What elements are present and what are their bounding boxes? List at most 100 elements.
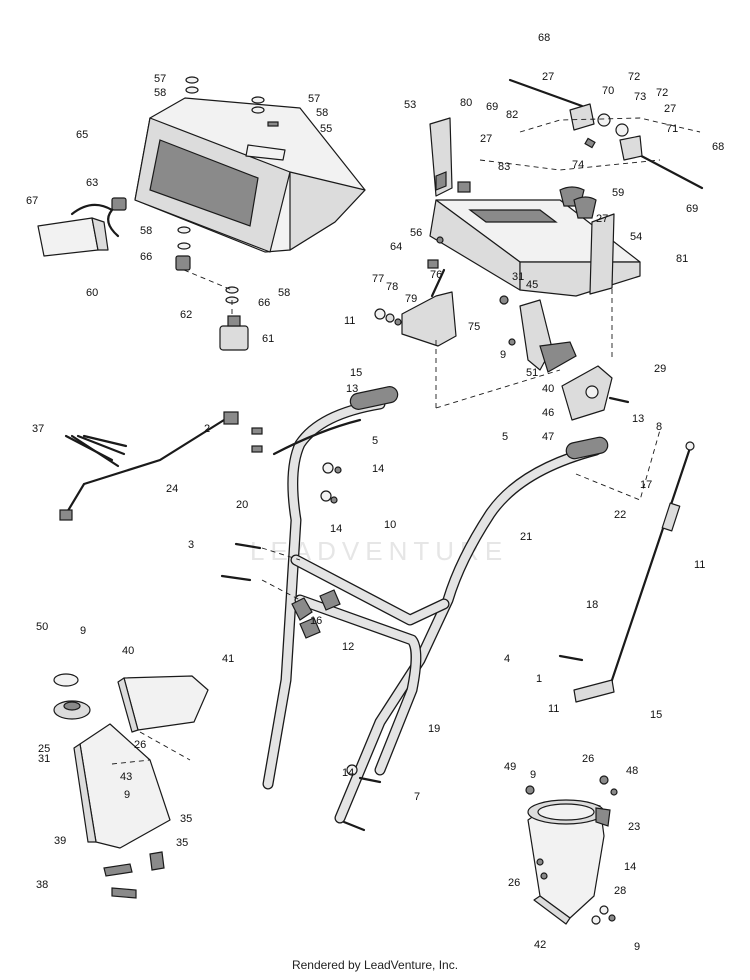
callout-74: 74 [572, 159, 584, 171]
nut-9a [508, 338, 516, 346]
chute-clips-38 [103, 851, 165, 899]
callout-54: 54 [630, 231, 642, 243]
callout-46: 46 [542, 407, 554, 419]
callout-51: 51 [526, 367, 538, 379]
callout-47: 47 [542, 431, 554, 443]
callout-70: 70 [602, 85, 614, 97]
callout-68: 68 [712, 141, 724, 153]
callout-5: 5 [502, 431, 508, 443]
callout-82: 82 [506, 109, 518, 121]
callout-60: 60 [86, 287, 98, 299]
callout-16: 16 [310, 615, 322, 627]
callout-18: 18 [586, 599, 598, 611]
chute-deflector-41 [117, 675, 209, 733]
callout-76: 76 [430, 269, 442, 281]
callout-5: 5 [372, 435, 378, 447]
callout-15: 15 [350, 367, 362, 379]
callout-3: 3 [188, 539, 194, 551]
callout-77: 77 [372, 273, 384, 285]
headlight [37, 217, 109, 257]
right-chute-bracket [589, 213, 615, 295]
callout-23: 23 [628, 821, 640, 833]
callout-26: 26 [508, 877, 520, 889]
callout-50: 50 [36, 621, 48, 633]
chute-bolts [525, 775, 618, 925]
chute-control-head [53, 673, 91, 720]
callout-72: 72 [656, 87, 668, 99]
callout-58: 58 [154, 87, 166, 99]
left-chute-bracket [429, 117, 453, 197]
shift-rod-coupler [661, 502, 681, 532]
chute-guide [111, 731, 191, 765]
callout-35: 35 [180, 813, 192, 825]
callout-71: 71 [666, 123, 678, 135]
callout-29: 29 [654, 363, 666, 375]
callout-57: 57 [154, 73, 166, 85]
callout-62: 62 [180, 309, 192, 321]
shift-rod [608, 446, 692, 688]
callout-13: 13 [632, 413, 644, 425]
linkage-guide [479, 117, 701, 171]
handle-washers [320, 462, 382, 832]
shift-linkage [569, 103, 643, 161]
callout-11: 11 [548, 703, 559, 715]
callout-11: 11 [344, 315, 355, 327]
callout-79: 79 [405, 293, 417, 305]
right-handle [334, 436, 609, 824]
light-bulb-socket [111, 197, 127, 211]
bolt-29 [608, 396, 630, 404]
callout-24: 24 [166, 483, 178, 495]
callout-20: 20 [236, 499, 248, 511]
switch-guide [183, 269, 233, 316]
callout-31: 31 [512, 271, 524, 283]
callout-42: 42 [534, 939, 546, 951]
callout-49: 49 [504, 761, 516, 773]
cable-ties [64, 434, 128, 468]
callout-27: 27 [664, 103, 676, 115]
spring-assembly [374, 308, 402, 326]
callout-9: 9 [634, 941, 640, 953]
callout-58: 58 [140, 225, 152, 237]
callout-11: 11 [694, 559, 705, 571]
callout-83: 83 [498, 161, 510, 173]
lever-plate-40 [561, 365, 613, 421]
shift-bracket-76 [401, 268, 457, 347]
callout-13: 13 [346, 383, 358, 395]
callout-37: 37 [32, 423, 44, 435]
callout-9: 9 [80, 625, 86, 637]
harness-connector [223, 411, 239, 425]
lower-chute [527, 799, 611, 925]
bolt-4 [558, 654, 584, 662]
callout-1: 1 [536, 673, 542, 685]
handle-bolt-lower [220, 574, 252, 582]
callout-4: 4 [504, 653, 510, 665]
callout-69: 69 [686, 203, 698, 215]
bracket-guide [435, 280, 613, 409]
harness-plug [59, 509, 73, 521]
callout-69: 69 [486, 101, 498, 113]
callout-53: 53 [404, 99, 416, 111]
callout-9: 9 [530, 769, 536, 781]
callout-73: 73 [634, 91, 646, 103]
left-handle [262, 386, 399, 790]
callout-14: 14 [372, 463, 384, 475]
callout-64: 64 [390, 241, 402, 253]
callout-55: 55 [320, 123, 332, 135]
callout-40: 40 [122, 645, 134, 657]
callout-43: 43 [120, 771, 132, 783]
callout-26: 26 [582, 753, 594, 765]
callout-58: 58 [278, 287, 290, 299]
callout-80: 80 [460, 97, 472, 109]
callout-41: 41 [222, 653, 234, 665]
upper-chute-39 [73, 723, 171, 849]
handle-knobs [291, 589, 341, 639]
callout-65: 65 [76, 129, 88, 141]
callout-25: 25 [38, 743, 50, 755]
console-hardware [175, 76, 279, 304]
callout-68: 68 [538, 32, 550, 44]
callout-27: 27 [542, 71, 554, 83]
callout-8: 8 [656, 421, 662, 433]
light-wire [70, 203, 120, 238]
